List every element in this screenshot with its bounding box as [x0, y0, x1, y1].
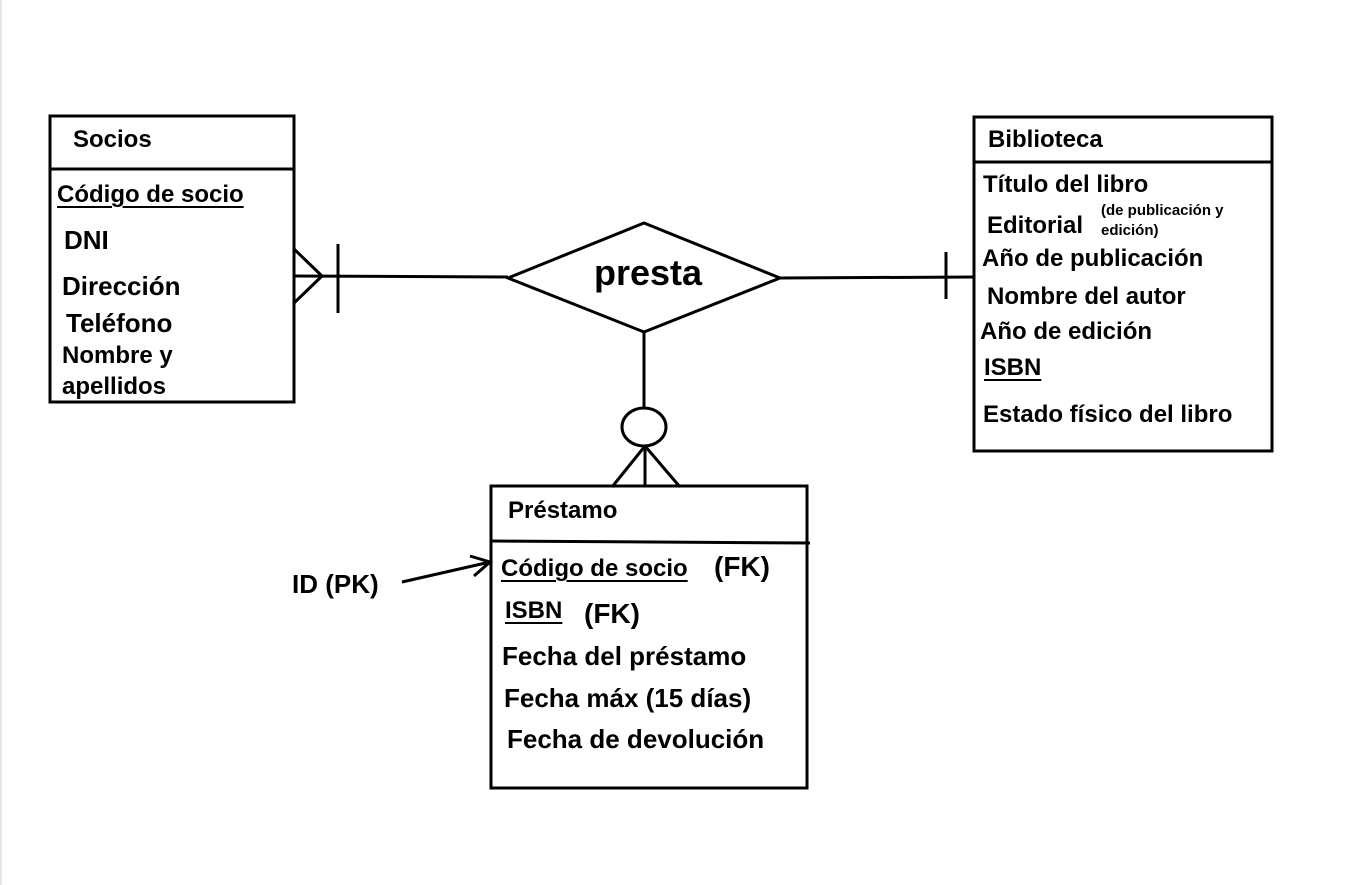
socios-attr-direccion: Dirección	[62, 271, 181, 301]
socios-attr-nombre-line2: apellidos	[62, 373, 167, 400]
relationship-presta-label: presta	[594, 252, 703, 293]
prestamo-attr-fecha-max: Fecha máx (15 días)	[504, 683, 752, 713]
socios-attr-telefono: Teléfono	[66, 308, 173, 338]
pk-arrow	[401, 554, 494, 584]
socios-attr-dni: DNI	[64, 225, 109, 255]
biblioteca-attr-isbn: ISBN	[984, 354, 1042, 381]
biblioteca-attr-ano-de-publicacion: Año de publicación	[982, 245, 1204, 272]
biblioteca-editorial-note-line1: (de publicación y	[1101, 202, 1224, 219]
connector-presta-biblioteca	[779, 252, 975, 299]
prestamo-fk-label-codigo: (FK)	[714, 551, 770, 582]
socios-attr-nombre-line1: Nombre y	[62, 342, 173, 369]
entity-socios[interactable]	[48, 114, 296, 404]
entity-prestamo[interactable]	[489, 484, 811, 790]
prestamo-attr-fecha-de-devolucion: Fecha de devolución	[507, 724, 765, 754]
entity-biblioteca-title: Biblioteca	[988, 126, 1103, 153]
biblioteca-editorial-note-line2: edición)	[1101, 222, 1159, 239]
entity-prestamo-title: Préstamo	[508, 497, 618, 524]
prestamo-attr-fecha-del-prestamo: Fecha del préstamo	[502, 641, 747, 671]
biblioteca-attr-nombre-del-autor: Nombre del autor	[987, 283, 1186, 310]
prestamo-attr-isbn: ISBN	[505, 597, 563, 624]
biblioteca-attr-ano-de-edicion: Año de edición	[980, 318, 1153, 345]
socios-attr-codigo-de-socio: Código de socio	[57, 181, 244, 208]
prestamo-attr-codigo-de-socio: Código de socio	[501, 555, 688, 582]
biblioteca-attr-estado-fisico: Estado físico del libro	[983, 401, 1233, 428]
entity-biblioteca[interactable]	[972, 115, 1274, 453]
biblioteca-attr-titulo-del-libro: Título del libro	[983, 171, 1149, 198]
pk-annotation-label: ID (PK)	[292, 569, 379, 599]
connector-presta-prestamo	[610, 332, 682, 488]
prestamo-fk-label-isbn: (FK)	[584, 598, 640, 629]
entity-socios-title: Socios	[73, 126, 152, 153]
biblioteca-attr-editorial: Editorial	[987, 212, 1084, 239]
connector-socios-presta	[292, 244, 509, 313]
